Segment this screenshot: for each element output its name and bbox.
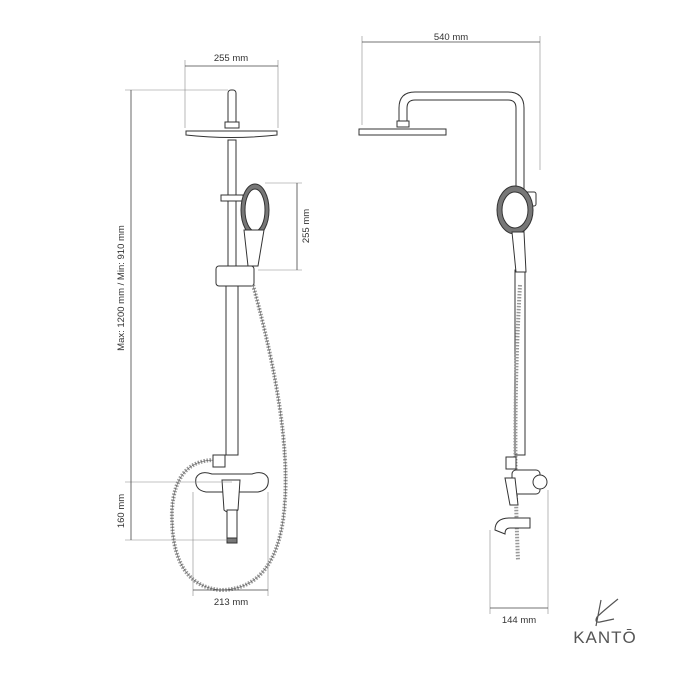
riser-pipe-top	[227, 139, 237, 271]
mixer-lever	[221, 479, 241, 514]
bath-spout	[494, 517, 531, 535]
front-view	[125, 60, 302, 596]
diverter-knob	[212, 454, 226, 468]
hand-shower-handle-side	[511, 231, 527, 273]
mixer-lever-side	[504, 477, 519, 506]
logo-mark	[595, 598, 619, 627]
side-view	[358, 36, 549, 614]
pipe-collar	[220, 194, 244, 202]
hand-shower-handle	[243, 229, 265, 267]
slide-bracket	[215, 265, 255, 287]
label-mixer-height: 160 mm	[116, 494, 127, 528]
logo-text: KANTŌ	[573, 628, 637, 647]
upper-pipe	[227, 89, 237, 127]
mixer-outlet	[226, 509, 238, 543]
label-height-range: Max: 1200 mm / Min: 910 mm	[116, 225, 127, 351]
rain-shower-head-side	[358, 128, 447, 136]
label-head-width: 255 mm	[214, 53, 248, 64]
hand-shower-plate-side	[501, 191, 529, 229]
kanto-logo: KANTŌ	[573, 598, 637, 647]
label-total-width: 540 mm	[434, 32, 468, 43]
outlet-tip	[226, 537, 238, 544]
shower-arm	[398, 91, 525, 191]
wall-flange	[532, 474, 548, 490]
rain-shower-head	[185, 130, 278, 138]
label-mixer-width: 213 mm	[214, 597, 248, 608]
hand-shower-spray-plate	[244, 188, 266, 232]
diverter-side	[505, 456, 517, 470]
label-depth: 144 mm	[502, 615, 536, 626]
label-hand-shower-height: 255 mm	[301, 209, 312, 243]
riser-pipe-bottom	[225, 269, 239, 456]
head-connector	[224, 121, 240, 129]
shower-hose-side	[513, 284, 522, 561]
arm-connector	[396, 120, 410, 128]
